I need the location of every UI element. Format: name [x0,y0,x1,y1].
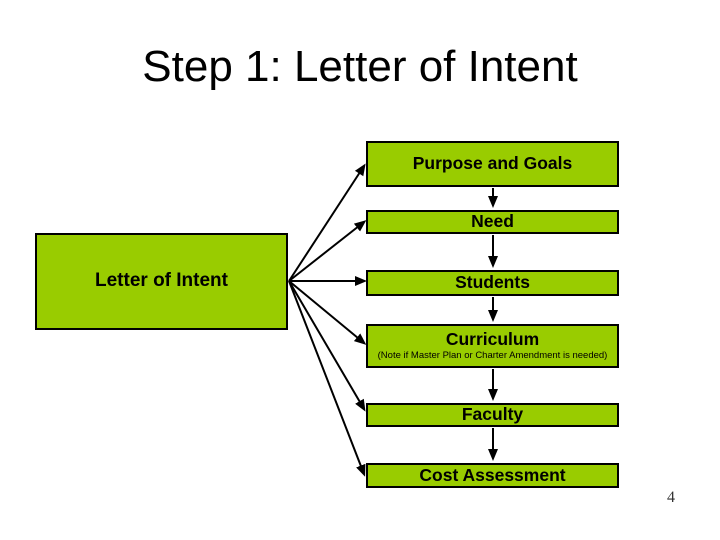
target-box-curriculum: Curriculum (Note if Master Plan or Chart… [366,324,619,368]
faculty-label: Faculty [461,404,524,425]
fan-arrow-to-faculty [288,280,366,412]
target-box-students: Students [366,270,619,296]
target-box-faculty: Faculty [366,403,619,427]
fan-arrow-to-curriculum [288,280,367,345]
page-number: 4 [667,489,675,506]
students-label: Students [455,272,530,293]
target-box-cost-assessment: Cost Assessment [366,463,619,488]
letter-of-intent-box: Letter of Intent [35,233,288,330]
slide-title: Step 1: Letter of Intent [142,42,578,91]
target-box-purpose-and-goals: Purpose and Goals [366,141,619,187]
letter-of-intent-label: Letter of Intent [95,270,228,292]
curriculum-label: Curriculum [445,328,540,349]
curriculum-note: (Note if Master Plan or Charter Amendmen… [377,350,608,362]
target-box-need: Need [366,210,619,234]
fan-arrow-to-purpose-and-goals [288,163,366,282]
fan-arrow-to-cost-assessment [288,280,366,477]
need-label: Need [471,211,514,232]
fan-arrow-to-need [288,220,367,282]
cost-assessment-label: Cost Assessment [419,464,566,485]
purpose-and-goals-label: Purpose and Goals [412,153,573,174]
